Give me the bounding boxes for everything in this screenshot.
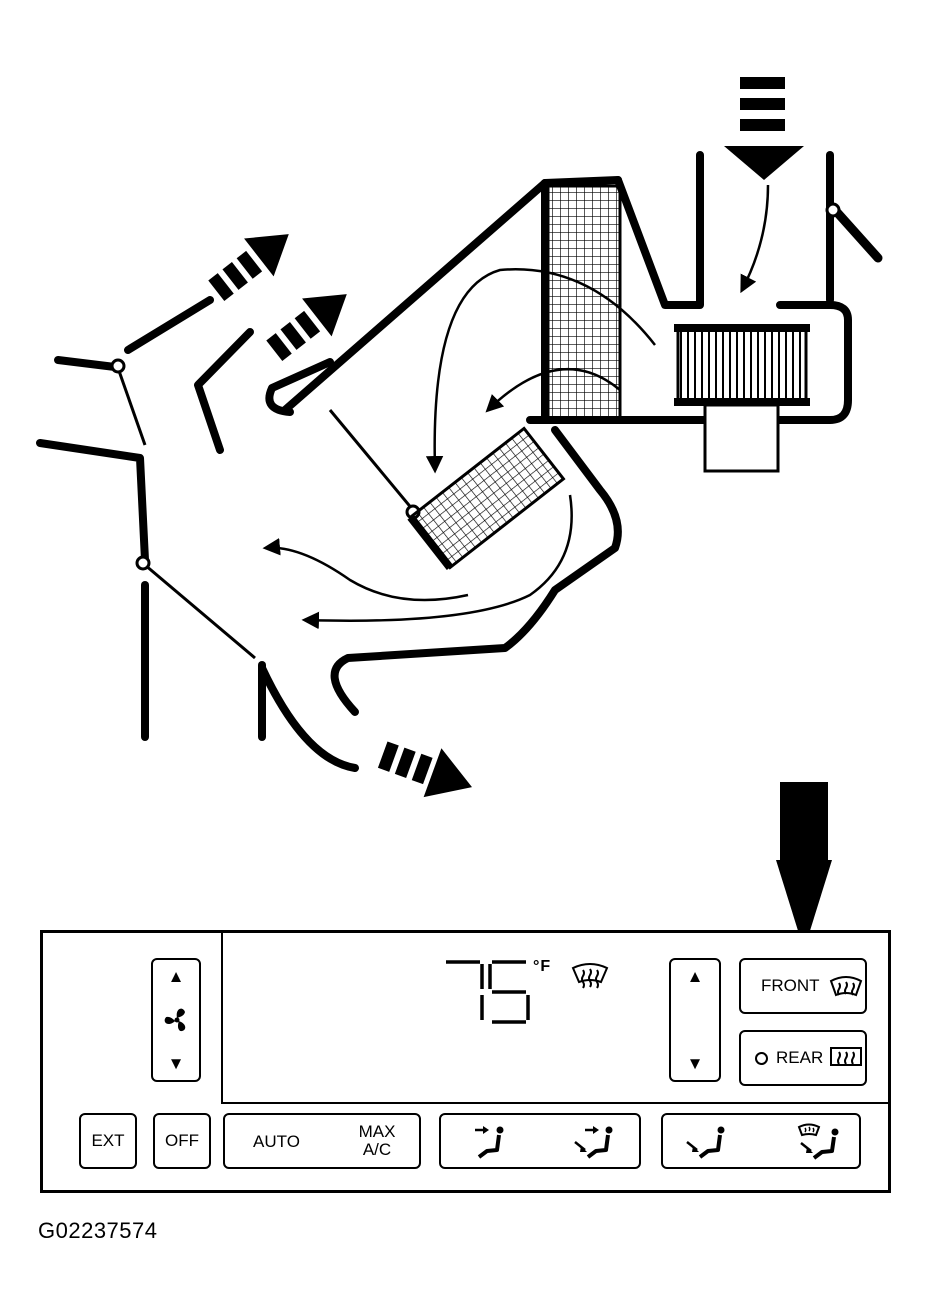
max-ac-button[interactable]: MAX A/C bbox=[357, 1123, 397, 1159]
evaporator-core bbox=[546, 184, 622, 420]
front-defrost-button[interactable]: FRONT bbox=[739, 958, 867, 1014]
bilevel-mode-icon[interactable] bbox=[573, 1124, 617, 1160]
temperature-display bbox=[446, 960, 530, 1024]
airflow-paths bbox=[262, 184, 770, 630]
blower-assembly bbox=[674, 324, 810, 473]
heater-core bbox=[407, 426, 566, 571]
floor-mode-button-group bbox=[661, 1113, 861, 1169]
climate-control-panel: ▲ ▼ ▲ ▼ FRONT REAR EXT bbox=[40, 930, 891, 1193]
fan-speed-rocker[interactable]: ▲ ▼ bbox=[151, 958, 201, 1082]
fan-speed-up-arrow[interactable]: ▲ bbox=[167, 967, 185, 986]
ext-label: EXT bbox=[91, 1131, 125, 1150]
airflow-diagram bbox=[36, 77, 883, 930]
vent-mode-icon[interactable] bbox=[469, 1124, 509, 1160]
rear-label: REAR bbox=[776, 1048, 824, 1067]
display-area bbox=[221, 933, 891, 1104]
auto-maxac-button-group: AUTO MAX A/C bbox=[223, 1113, 421, 1169]
front-label: FRONT bbox=[761, 976, 820, 995]
figure-id: G02237574 bbox=[38, 1218, 158, 1243]
temperature-down-arrow[interactable]: ▼ bbox=[686, 1054, 704, 1073]
fan-speed-down-arrow[interactable]: ▼ bbox=[167, 1054, 185, 1073]
off-button[interactable]: OFF bbox=[153, 1113, 211, 1169]
temperature-rocker[interactable]: ▲ ▼ bbox=[669, 958, 721, 1082]
off-label: OFF bbox=[165, 1131, 199, 1150]
display-defrost-icon bbox=[571, 963, 609, 989]
indicator-light-icon bbox=[755, 1051, 768, 1065]
floor-mode-icon[interactable] bbox=[685, 1124, 729, 1160]
temperature-unit: °F bbox=[533, 958, 552, 975]
mode-doors bbox=[116, 205, 883, 660]
rear-defrost-button[interactable]: REAR bbox=[739, 1030, 867, 1086]
flow-arrows bbox=[208, 77, 832, 930]
max-ac-label-line2: A/C bbox=[362, 1140, 392, 1159]
max-ac-label-line1: MAX bbox=[358, 1122, 396, 1141]
auto-button[interactable]: AUTO bbox=[253, 1132, 300, 1151]
door-pivots bbox=[110, 202, 841, 571]
floor-defrost-mode-icon[interactable] bbox=[795, 1123, 843, 1161]
ext-button[interactable]: EXT bbox=[79, 1113, 137, 1169]
dash-outlet-walls bbox=[36, 151, 852, 772]
rear-defrost-icon bbox=[830, 1047, 863, 1066]
temperature-up-arrow[interactable]: ▲ bbox=[686, 967, 704, 986]
vent-mode-button-group bbox=[439, 1113, 641, 1169]
fan-icon bbox=[164, 1008, 186, 1031]
windshield-defrost-icon bbox=[829, 976, 862, 997]
